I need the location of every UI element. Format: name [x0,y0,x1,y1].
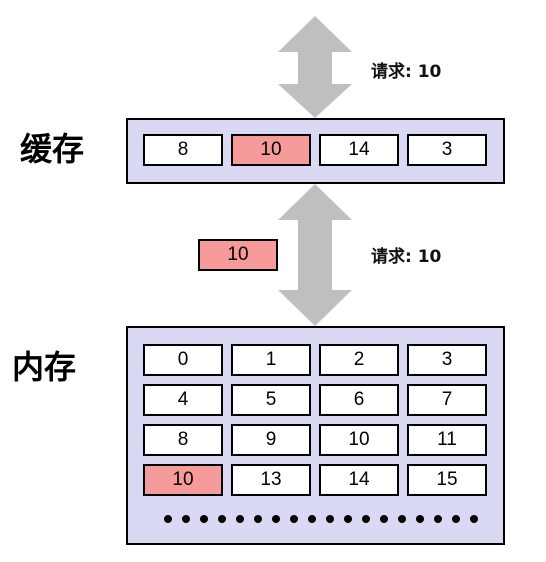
memory-cell: 3 [407,344,487,376]
top-request-label: 请求: 10 [371,62,442,82]
memory-cell: 7 [407,384,487,416]
memory-cell: 11 [407,424,487,456]
memory-cell: 6 [319,384,399,416]
memory-cell: 14 [319,464,399,496]
memory-cell: 13 [231,464,311,496]
middle-request-arrow [278,184,352,326]
top-request-arrow [278,16,352,118]
cache-cell: 10 [231,134,311,166]
cache-cell: 14 [319,134,399,166]
cache-cell: 3 [407,134,487,166]
memory-label: 内存 [12,348,77,386]
memory-cell: 1 [231,344,311,376]
memory-cell: 8 [143,424,223,456]
cache-label: 缓存 [20,130,85,168]
middle-request-label: 请求: 10 [371,247,442,267]
memory-cell: 2 [319,344,399,376]
memory-cell: 0 [143,344,223,376]
memory-cell: 9 [231,424,311,456]
transfer-block: 10 [198,239,278,271]
memory-cell: 5 [231,384,311,416]
memory-cell: 15 [407,464,487,496]
memory-cell: 10 [143,464,223,496]
cache-cell: 8 [143,134,223,166]
memory-cell: 4 [143,384,223,416]
memory-cell: 10 [319,424,399,456]
more-indicator [164,515,478,523]
